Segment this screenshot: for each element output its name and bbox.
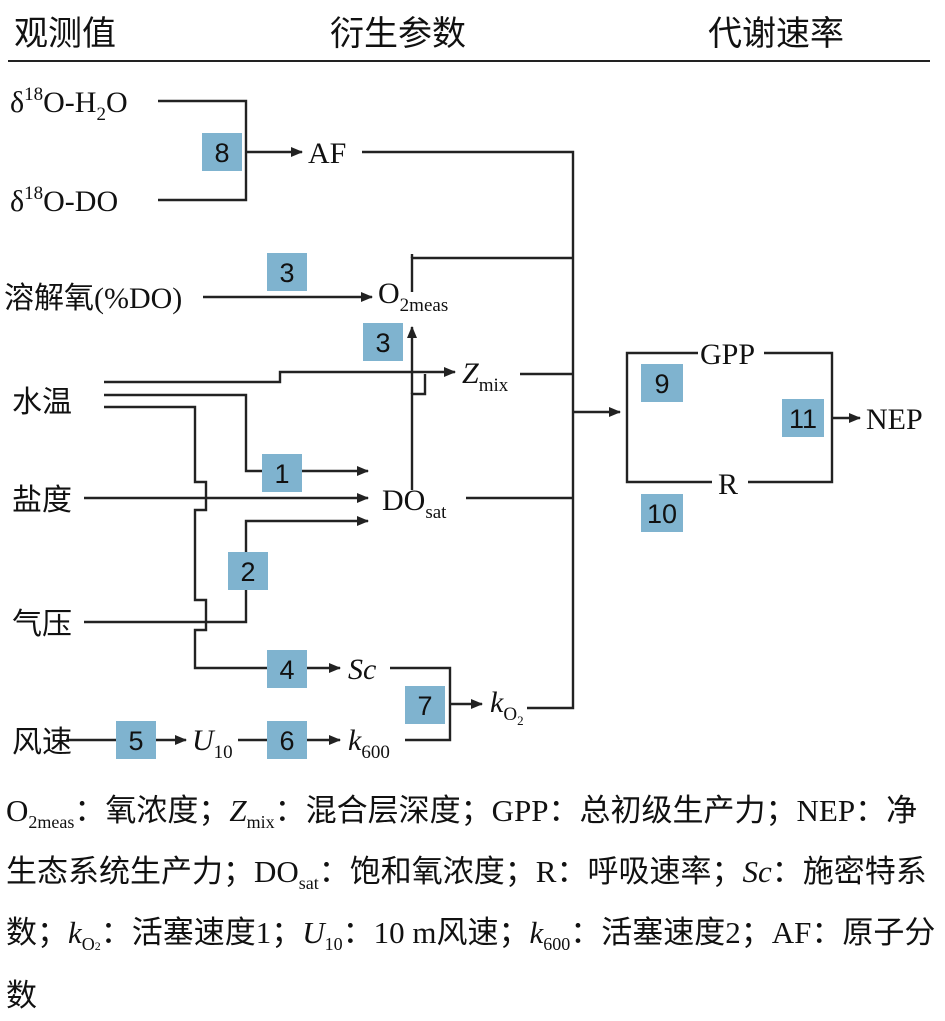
header-metabolic: 代谢速率 — [708, 16, 844, 53]
node-wind-speed: 风速 — [12, 726, 72, 759]
step-box-2 — [228, 552, 268, 590]
connector-lines — [66, 99, 861, 745]
node-d18o-do: δ18O-DO — [10, 183, 118, 218]
node-dosat: DOsat — [382, 484, 447, 523]
legend-item: kO2：活塞速度1； — [68, 915, 303, 954]
step-label-10: 10 — [647, 499, 677, 529]
legend-description: ：10 m风速； — [342, 915, 530, 950]
step-box-11 — [782, 399, 824, 437]
node-u10: U10 — [192, 724, 233, 763]
legend-item: DOsat：饱和氧浓度； — [254, 854, 536, 893]
legend-description: ：净生态系统生产力； — [6, 793, 918, 889]
header-observations: 观测值 — [14, 16, 116, 53]
step-label-1: 1 — [274, 459, 289, 489]
legend-description: ：总初级生产力； — [548, 793, 797, 828]
node-water-temp: 水温 — [12, 386, 72, 419]
legend-description: ：混合层深度； — [274, 793, 492, 828]
step-label-3a: 3 — [279, 258, 294, 288]
node-labels: δ18O-H2O δ18O-DO 溶解氧(%DO) 水温 盐度 气压 风速 AF… — [4, 84, 923, 763]
legend: O2meas：氧浓度；Zmix：混合层深度；GPP：总初级生产力；NEP：净生态… — [6, 786, 941, 1021]
header-derived: 衍生参数 — [330, 16, 466, 53]
step-box-10 — [641, 494, 683, 532]
step-box-6 — [267, 721, 307, 759]
legend-abbr: Sc — [742, 854, 772, 889]
node-pressure: 气压 — [12, 608, 72, 641]
legend-abbr: AF — [771, 915, 812, 950]
legend-item: U10：10 m风速； — [302, 915, 530, 954]
step-box-3a — [267, 253, 307, 291]
node-zmix: Zmix — [462, 357, 509, 396]
header-rule — [8, 60, 930, 62]
legend-subscript: O — [81, 934, 95, 954]
legend-item: GPP：总初级生产力； — [492, 793, 797, 828]
legend-abbr: k — [68, 915, 82, 950]
step-label-9: 9 — [654, 369, 669, 399]
legend-subscript: sat — [298, 873, 319, 893]
node-o2meas: O2meas — [378, 277, 448, 316]
node-r: R — [718, 468, 738, 501]
node-gpp: GPP — [700, 338, 755, 371]
step-label-11: 11 — [789, 404, 817, 434]
step-label-5: 5 — [128, 726, 143, 756]
legend-item: NEP：净生态系统生产力； — [6, 793, 917, 889]
step-boxes: 8 3 3 1 2 4 7 5 6 9 10 11 — [116, 133, 824, 759]
node-af: AF — [308, 137, 346, 170]
legend-subscript-2: 2 — [94, 939, 101, 953]
legend-subscript: 2meas — [28, 812, 75, 832]
step-box-7 — [405, 686, 445, 724]
node-dissolved-oxygen: 溶解氧(%DO) — [4, 282, 182, 315]
step-box-3b — [363, 323, 403, 361]
legend-subscript: mix — [246, 812, 275, 832]
legend-description: ：活塞速度1； — [100, 915, 303, 950]
step-label-3b: 3 — [375, 328, 390, 358]
step-label-4: 4 — [279, 655, 294, 685]
legend-abbr: DO — [254, 854, 299, 889]
step-box-5 — [116, 721, 156, 759]
legend-abbr: NEP — [796, 793, 856, 828]
legend-item: R：呼吸速率； — [536, 854, 743, 889]
node-salinity: 盐度 — [12, 484, 72, 517]
legend-abbr: O — [6, 793, 29, 828]
legend-description: ：饱和氧浓度； — [318, 854, 536, 889]
step-box-1 — [262, 454, 302, 492]
step-label-7: 7 — [417, 691, 432, 721]
legend-abbr: R — [535, 854, 557, 889]
legend-item: Zmix：混合层深度； — [229, 793, 492, 832]
node-d18o-h2o: δ18O-H2O — [10, 84, 128, 125]
legend-item: k600：活塞速度2； — [529, 915, 772, 954]
step-box-4 — [267, 650, 307, 688]
legend-subscript: 600 — [543, 934, 571, 954]
node-sc: Sc — [348, 653, 376, 686]
legend-description: ：氧浓度； — [74, 793, 230, 828]
node-ko2: kO2 — [490, 686, 524, 728]
step-label-2: 2 — [240, 557, 255, 587]
flow-diagram: 8 3 3 1 2 4 7 5 6 9 10 11 δ18O-H2O δ18O-… — [4, 84, 923, 763]
legend-description: ：活塞速度2； — [570, 915, 772, 950]
step-box-9 — [641, 364, 683, 402]
legend-abbr: U — [302, 915, 325, 950]
node-nep: NEP — [866, 403, 923, 436]
legend-abbr: k — [529, 915, 544, 950]
legend-abbr: Z — [229, 793, 247, 828]
legend-description: ：呼吸速率； — [556, 854, 743, 889]
step-box-8 — [202, 133, 242, 171]
legend-item: Sc：施密特系数； — [6, 854, 927, 950]
legend-description: ：施密特系数； — [6, 854, 927, 950]
legend-subscript: 10 — [324, 934, 343, 954]
step-label-6: 6 — [279, 726, 294, 756]
legend-item: O2meas：氧浓度； — [6, 793, 230, 832]
legend-abbr: GPP — [491, 793, 549, 828]
node-k600: k600 — [348, 724, 390, 763]
step-label-8: 8 — [214, 138, 229, 168]
